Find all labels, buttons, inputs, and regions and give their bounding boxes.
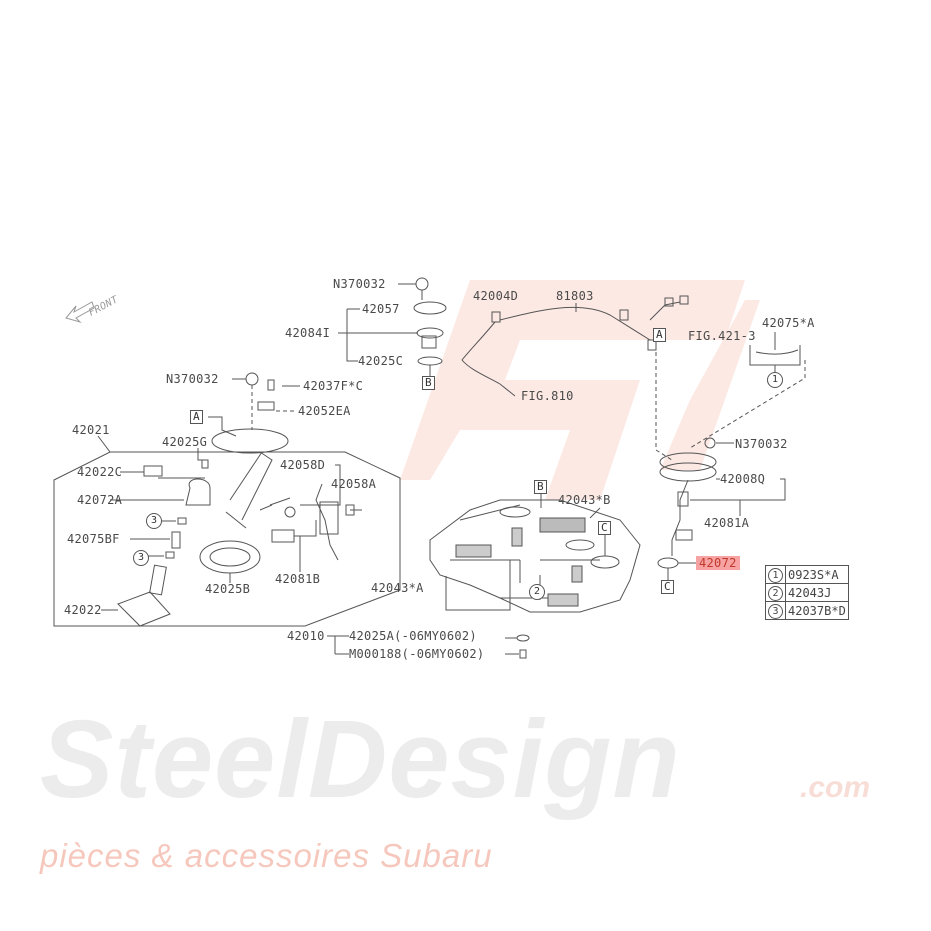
ref-circle-3: 3	[133, 550, 149, 566]
label-42022c[interactable]: 42022C	[77, 465, 123, 479]
legend-part[interactable]: 0923S*A	[785, 565, 849, 584]
label-42022[interactable]: 42022	[64, 603, 102, 617]
legend-number: 1	[768, 567, 783, 583]
label-n370032-top[interactable]: N370032	[333, 277, 386, 291]
label-42072-highlighted[interactable]: 42072	[696, 556, 740, 570]
ref-box-c-tank: C	[598, 521, 611, 535]
legend-number: 3	[768, 603, 783, 619]
assembly-42021-outline	[53, 451, 401, 627]
ref-box-b-tank: B	[534, 480, 547, 494]
label-42037fc[interactable]: 42037F*C	[303, 379, 364, 393]
label-42004d[interactable]: 42004D	[473, 289, 519, 303]
label-n370032-right[interactable]: N370032	[735, 437, 788, 451]
label-fig-421-3[interactable]: FIG.421-3	[688, 329, 756, 343]
ref-circle-2: 2	[529, 584, 545, 600]
label-n370032-left[interactable]: N370032	[166, 372, 219, 386]
label-42075a[interactable]: 42075*A	[762, 316, 815, 330]
label-42025a[interactable]: 42025A(-06MY0602)	[349, 629, 477, 643]
watermark-suffix: .com	[800, 771, 871, 804]
label-42025g[interactable]: 42025G	[162, 435, 208, 449]
label-42081a[interactable]: 42081A	[704, 516, 750, 530]
label-42084i[interactable]: 42084I	[285, 326, 331, 340]
label-81803[interactable]: 81803	[556, 289, 594, 303]
label-42057[interactable]: 42057	[362, 302, 400, 316]
ref-box-c: C	[661, 580, 674, 594]
label-42025c[interactable]: 42025C	[358, 354, 404, 368]
watermark-logo-shape	[400, 280, 760, 500]
legend-part[interactable]: 42043J	[785, 583, 849, 602]
front-arrow-icon	[65, 301, 95, 324]
label-42072a[interactable]: 42072A	[77, 493, 123, 507]
label-42021[interactable]: 42021	[72, 423, 110, 437]
legend-part[interactable]: 42037B*D	[785, 601, 849, 620]
label-42052ea[interactable]: 42052EA	[298, 404, 351, 418]
label-fig-810[interactable]: FIG.810	[521, 389, 574, 403]
watermark-brand: SteelDesign	[40, 698, 681, 821]
label-42043a[interactable]: 42043*A	[371, 581, 424, 595]
label-42058a[interactable]: 42058A	[331, 477, 377, 491]
label-42075bf[interactable]: 42075BF	[67, 532, 120, 546]
ref-circle-3: 3	[146, 513, 162, 529]
label-42008q[interactable]: 42008Q	[720, 472, 766, 486]
label-42081b[interactable]: 42081B	[275, 572, 321, 586]
label-42043b[interactable]: 42043*B	[558, 493, 611, 507]
fuel-tank	[429, 499, 641, 613]
legend-number: 2	[768, 585, 783, 601]
label-42010[interactable]: 42010	[287, 629, 325, 643]
ref-circle-1: 1	[767, 372, 783, 388]
ref-box-a: A	[653, 328, 666, 342]
label-42058d[interactable]: 42058D	[280, 458, 326, 472]
watermark-tagline: pièces & accessoires Subaru	[40, 837, 493, 874]
ref-box-a-left: A	[190, 410, 203, 424]
ref-box-b: B	[422, 376, 435, 390]
label-m000188[interactable]: M000188(-06MY0602)	[349, 647, 485, 661]
label-42025b[interactable]: 42025B	[205, 582, 251, 596]
